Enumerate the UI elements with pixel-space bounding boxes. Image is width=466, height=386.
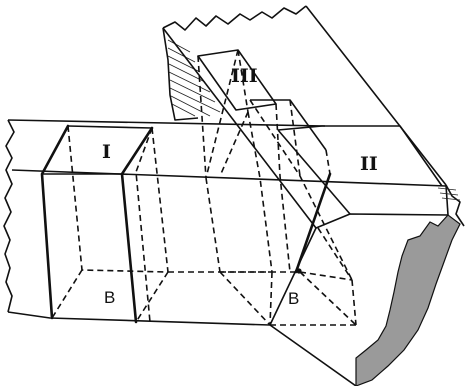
oblique-block-broken-edge: [163, 6, 306, 30]
hidden-edge-mid-vertical: [136, 128, 152, 322]
intersection-hidden-edges: [198, 50, 356, 325]
rock-break-right: [356, 215, 460, 386]
oblique-block-hatched-face: [163, 28, 198, 120]
label-region-2: II: [360, 153, 378, 175]
label-region-1: I: [102, 141, 111, 163]
label-base-right: B: [288, 289, 299, 308]
region-2-lower-edge: [270, 228, 316, 325]
region-2-solid-diagonal: [278, 130, 350, 214]
region-2-thick-edge: [296, 174, 330, 272]
oblique-bottom-edge: [270, 325, 356, 386]
front-beam-top-front-edge: [12, 170, 446, 186]
front-beam-left-break: [4, 120, 14, 312]
marker-dot: [296, 268, 301, 273]
label-base-left: B: [104, 288, 115, 307]
label-region-3: III: [231, 65, 258, 87]
oblique-hatching: [168, 40, 220, 116]
